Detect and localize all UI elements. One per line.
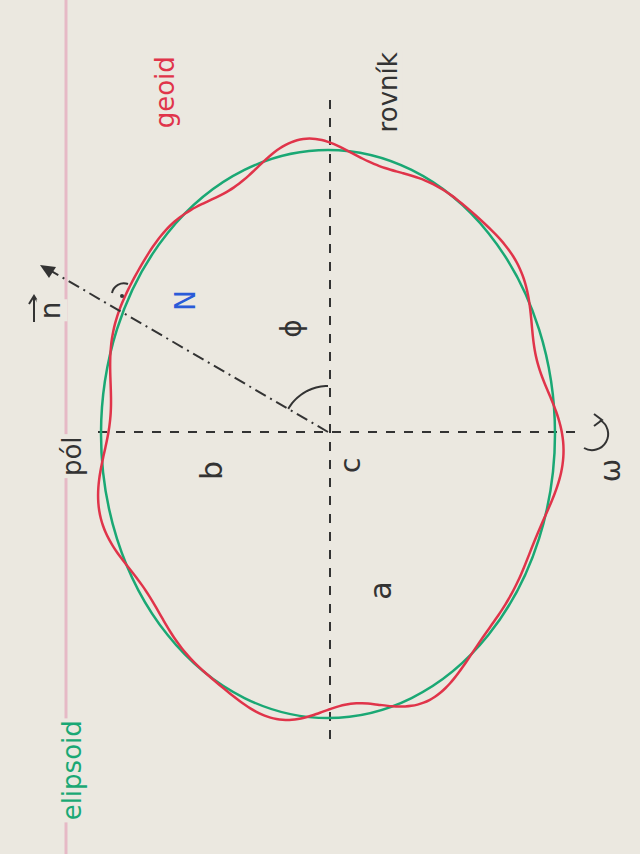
label-text: n [37, 299, 68, 321]
equator-label: rovník [374, 50, 403, 134]
geoid-label: geoid [151, 54, 180, 130]
vector-arrow [33, 298, 35, 322]
normal-ray [46, 268, 328, 432]
ellipsoid-label: elipsoid [58, 718, 87, 822]
latitude-label: ϕ [277, 317, 308, 339]
label-text: b [195, 458, 228, 481]
label-text: N [171, 288, 202, 313]
axis-label: a [363, 579, 396, 601]
axis-label: b [195, 458, 228, 481]
label-text: ϕ [277, 317, 308, 339]
label-text: pól [58, 434, 87, 478]
label-text: c [337, 455, 368, 474]
geoid-outline [98, 139, 563, 720]
normal-vector-label: n [37, 299, 68, 321]
rotation-arrow-head [594, 414, 602, 426]
arrow-head [40, 265, 56, 278]
rotation-axis [98, 431, 582, 433]
equator-line [329, 100, 331, 745]
right-angle-dot [120, 294, 124, 298]
pole-label: pól [58, 434, 87, 478]
label-text: ω [597, 456, 628, 483]
label-text: geoid [151, 54, 180, 130]
centre-label: c [337, 455, 368, 474]
rotation-label: ω [597, 456, 628, 483]
angle-arc [288, 386, 328, 409]
label-text: elipsoid [58, 718, 87, 822]
label-text: rovník [374, 50, 403, 134]
label-text: a [363, 579, 396, 601]
right-angle-mark [112, 283, 128, 293]
undulation-label: N [171, 288, 202, 313]
